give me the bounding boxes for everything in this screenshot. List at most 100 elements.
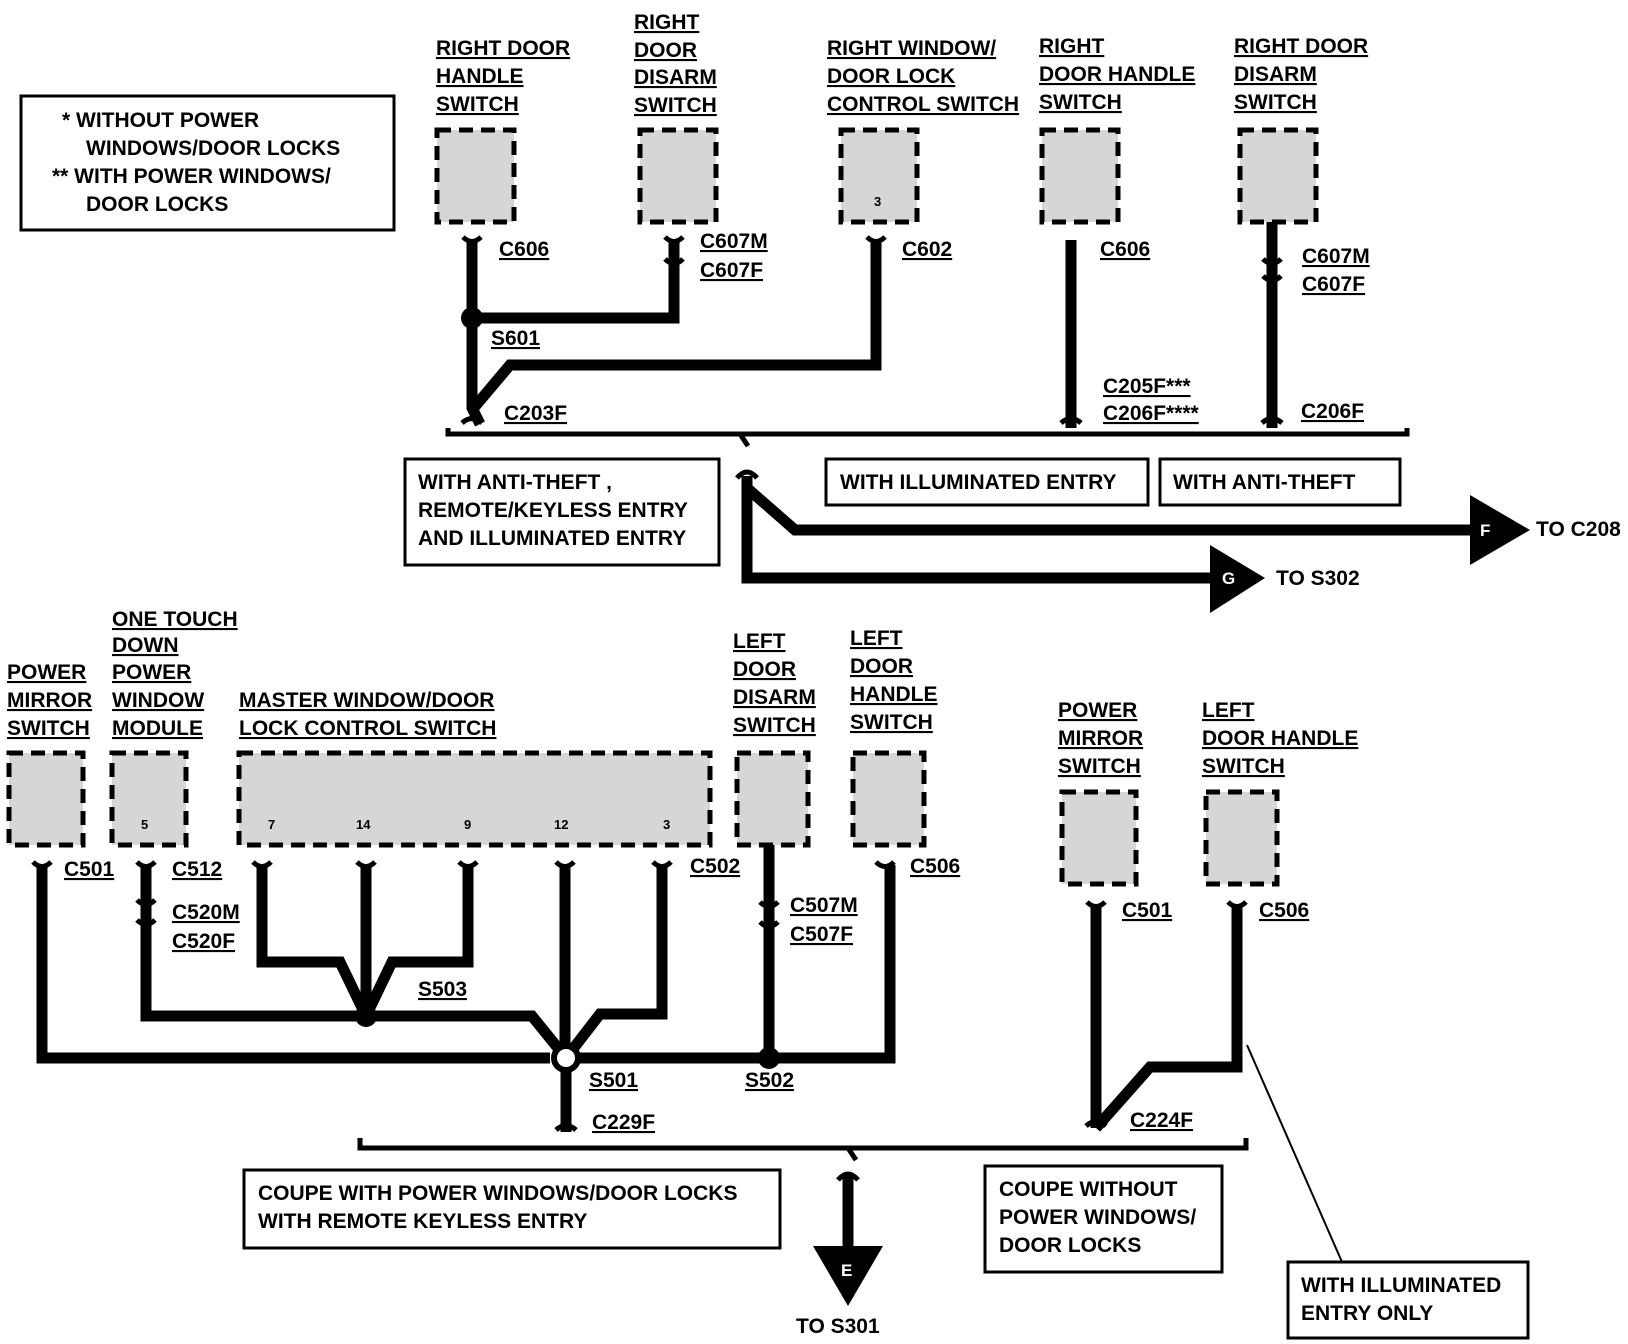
svg-text:SWITCH: SWITCH [1058,755,1141,778]
svg-text:DOOR HANDLE: DOOR HANDLE [1202,727,1358,750]
legend-line-1: * WITHOUT POWER [62,109,259,132]
svg-text:SWITCH: SWITCH [634,94,717,117]
wire-to-left-door-handle [566,865,896,1064]
splice-s601-dot [461,307,483,329]
svg-text:WINDOW: WINDOW [112,689,204,712]
label-master-window-door-lock-control-switch: MASTER WINDOW/DOOR LOCK CONTROL SWITCH [239,689,496,740]
svg-text:HANDLE: HANDLE [850,683,938,706]
connector-c206f-b: C206F [1301,400,1364,423]
arrow-g-to-s302: G TO S302 [1210,545,1360,613]
svg-text:POWER: POWER [1058,699,1137,722]
connector-c606-a: C606 [499,238,549,261]
pin-3-master: 3 [663,817,670,832]
bottom-wiring [31,845,1343,1263]
svg-text:DOOR: DOOR [733,658,796,681]
svg-text:AND ILLUMINATED ENTRY: AND ILLUMINATED ENTRY [418,527,686,550]
label-left-door-handle-switch: LEFT DOOR HANDLE SWITCH [850,627,938,734]
svg-text:F: F [1480,521,1490,540]
connector-c229f: C229F [592,1111,655,1134]
svg-text:E: E [841,1261,852,1280]
wire-master-pin9 [361,865,474,1019]
arrow-e-to-s301: E TO S301 [796,1246,883,1338]
connector-c512: C512 [172,858,222,881]
connector-c607f-a: C607F [700,259,763,282]
label-right-door-handle-switch: RIGHT DOOR HANDLE SWITCH [436,37,570,116]
connector-c501-a: C501 [64,858,115,881]
svg-text:G: G [1222,569,1235,588]
power-mirror-switch-2 [1059,789,1139,887]
note-anti-theft-remote-illuminated: WITH ANTI-THEFT , REMOTE/KEYLESS ENTRY A… [403,457,721,567]
svg-text:SWITCH: SWITCH [7,717,90,740]
svg-text:WITH ILLUMINATED ENTRY: WITH ILLUMINATED ENTRY [840,471,1116,494]
svg-text:LEFT: LEFT [850,627,903,650]
arrow-f-to-c208: F TO C208 [1470,495,1621,565]
label-left-door-handle-switch-2: LEFT DOOR HANDLE SWITCH [1202,699,1358,778]
left-door-handle-switch [850,750,927,848]
pin-7-master: 7 [268,817,275,832]
connector-c520m: C520M [172,901,240,924]
power-mirror-switch [6,750,86,848]
label-left-door-disarm-switch: LEFT DOOR DISARM SWITCH [733,630,816,737]
svg-text:COUPE WITH POWER WINDOWS/DOOR: COUPE WITH POWER WINDOWS/DOOR LOCKS [258,1182,737,1205]
legend: * WITHOUT POWER WINDOWS/DOOR LOCKS ** WI… [19,94,396,232]
right-door-handle-switch-2 [1039,127,1121,225]
connector-c506-a: C506 [910,855,960,878]
svg-text:POWER: POWER [112,661,191,684]
svg-text:RIGHT DOOR: RIGHT DOOR [1234,35,1368,58]
left-door-disarm-switch [734,750,811,848]
connector-c506-b: C506 [1259,899,1309,922]
svg-text:COUPE WITHOUT: COUPE WITHOUT [999,1178,1178,1201]
svg-text:ENTRY ONLY: ENTRY ONLY [1301,1302,1433,1325]
note-coupe-without-power: COUPE WITHOUT POWER WINDOWS/ DOOR LOCKS [983,1164,1224,1274]
left-door-handle-switch-2 [1203,789,1280,887]
dest-to-s301: TO S301 [796,1315,880,1338]
svg-text:LEFT: LEFT [733,630,786,653]
svg-text:SWITCH: SWITCH [850,711,933,734]
note-coupe-with-power: COUPE WITH POWER WINDOWS/DOOR LOCKS WITH… [242,1168,782,1250]
svg-text:REMOTE/KEYLESS ENTRY: REMOTE/KEYLESS ENTRY [418,499,688,522]
dest-to-c208: TO C208 [1536,518,1621,541]
svg-text:ONE TOUCH: ONE TOUCH [112,608,238,631]
svg-text:LEFT: LEFT [1202,699,1255,722]
right-door-disarm-switch-2 [1237,127,1319,225]
connector-c203f: C203F [504,402,567,425]
note-illuminated-entry: WITH ILLUMINATED ENTRY [824,457,1150,507]
label-power-mirror-switch: POWER MIRROR SWITCH [7,661,92,740]
svg-text:POWER WINDOWS/: POWER WINDOWS/ [999,1206,1196,1229]
svg-text:SWITCH: SWITCH [436,93,519,116]
svg-text:DOOR: DOOR [634,39,697,62]
svg-text:DOWN: DOWN [112,634,179,657]
svg-text:WITH ANTI-THEFT: WITH ANTI-THEFT [1173,471,1356,494]
connector-c607m-a: C607M [700,230,768,253]
svg-text:DOOR HANDLE: DOOR HANDLE [1039,63,1195,86]
wire-to-c208 [743,483,1475,536]
pin-5-one-touch: 5 [141,817,148,832]
bottom-bus-bracket [357,1138,1249,1151]
splice-s501-dot [551,1043,581,1073]
svg-text:WITH ANTI-THEFT ,: WITH ANTI-THEFT , [418,471,612,494]
connector-c607f-b: C607F [1302,273,1365,296]
svg-text:POWER: POWER [7,661,86,684]
label-right-door-disarm-switch-2: RIGHT DOOR DISARM SWITCH [1234,35,1368,114]
connector-c602: C602 [902,238,952,261]
connector-c507m: C507M [790,894,858,917]
note-illuminated-entry-only: WITH ILLUMINATED ENTRY ONLY [1286,1260,1530,1340]
wire-power-mirror [36,865,550,1064]
legend-line-3: ** WITH POWER WINDOWS/ [52,165,331,188]
svg-text:SWITCH: SWITCH [1039,91,1122,114]
svg-text:DOOR LOCK: DOOR LOCK [827,65,955,88]
connector-c206f-a: C206F**** [1103,402,1200,425]
top-wiring [445,222,1475,584]
legend-line-2: WINDOWS/DOOR LOCKS [86,137,340,160]
splice-s501: S501 [589,1069,638,1092]
svg-text:DISARM: DISARM [634,66,717,89]
svg-text:MIRROR: MIRROR [1058,727,1143,750]
svg-text:MODULE: MODULE [112,717,203,740]
connector-c606-b: C606 [1100,238,1150,261]
svg-text:DISARM: DISARM [733,686,816,709]
wire-right-door-disarm [472,240,680,324]
leader-illuminated-entry [1246,1044,1343,1263]
top-bus-bracket [445,428,1410,437]
splice-s502: S502 [745,1069,794,1092]
